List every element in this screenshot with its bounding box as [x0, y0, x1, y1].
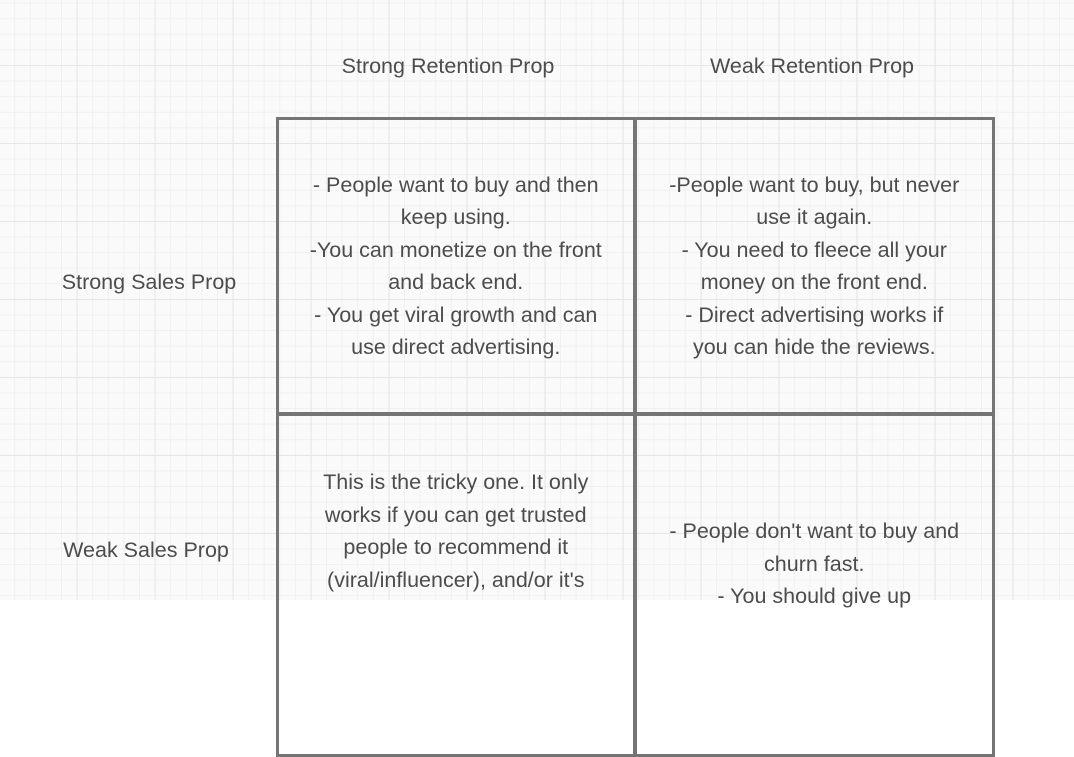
cell-weak-sales-weak-retention[interactable]: - People don't want to buy and churn fas… [637, 416, 993, 754]
row-header-weak-sales[interactable]: Weak Sales Prop [63, 538, 229, 563]
cell-strong-sales-weak-retention[interactable]: -People want to buy, but never use it ag… [637, 120, 993, 412]
cell-strong-sales-strong-retention[interactable]: - People want to buy and then keep using… [279, 120, 633, 412]
table-row-divider [279, 412, 992, 416]
cell-text-weak-sales-weak-retention: - People don't want to buy and churn fas… [669, 519, 960, 608]
column-header-strong-retention[interactable]: Strong Retention Prop [341, 54, 555, 79]
row-header-strong-sales[interactable]: Strong Sales Prop [61, 270, 237, 295]
table-column-divider [632, 120, 637, 754]
cell-text-weak-sales-strong-retention: This is the tricky one. It only works if… [323, 470, 589, 592]
cell-text-strong-sales-strong-retention: - People want to buy and then keep using… [309, 172, 602, 360]
cell-weak-sales-strong-retention[interactable]: This is the tricky one. It only works if… [279, 416, 633, 754]
matrix-table[interactable]: - People want to buy and then keep using… [276, 117, 995, 757]
column-header-weak-retention[interactable]: Weak Retention Prop [710, 54, 914, 79]
cell-text-strong-sales-weak-retention: -People want to buy, but never use it ag… [669, 172, 960, 360]
